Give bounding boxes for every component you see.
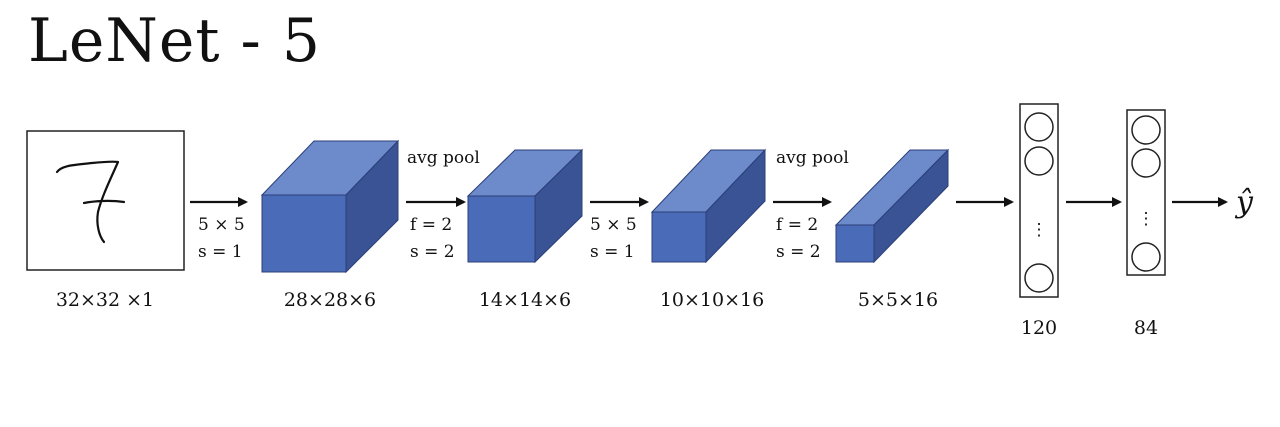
page-title: LeNet - 5 <box>28 6 322 76</box>
volume-dim-label: 10×10×16 <box>660 289 764 311</box>
neuron-node <box>1131 115 1161 145</box>
operation-pool-1: avg pool f = 2 s = 2 <box>407 148 480 262</box>
volume-front-face <box>835 224 875 263</box>
volume-front-face <box>467 195 536 263</box>
op-stride-label: s = 1 <box>198 242 243 262</box>
op-type-label: avg pool <box>407 148 480 168</box>
op-stride-label: s = 2 <box>410 242 455 262</box>
volume-front-face <box>261 194 347 273</box>
neuron-node <box>1024 263 1054 293</box>
fc-layer-84: ⋮ 84 <box>1126 109 1166 339</box>
volume-front-face <box>651 211 707 263</box>
volume-10x10x16: 10×10×16 <box>650 148 767 311</box>
op-filter-label: 5 × 5 <box>590 215 637 235</box>
digit-seven-icon <box>55 160 126 244</box>
op-stride-label: s = 1 <box>590 242 635 262</box>
op-stride-label: s = 2 <box>776 242 821 262</box>
neuron-node <box>1024 146 1054 176</box>
operation-conv-1: 5 × 5 s = 1 <box>198 215 245 262</box>
volume-14x14x6: 14×14×6 <box>466 148 584 311</box>
neuron-node <box>1024 112 1054 142</box>
ellipsis-icon: ⋮ <box>1138 209 1155 229</box>
fc-layer-label: 120 <box>1021 317 1057 339</box>
volume-28x28x6: 28×28×6 <box>260 139 400 311</box>
op-filter-label: 5 × 5 <box>198 215 245 235</box>
operation-pool-2: avg pool f = 2 s = 2 <box>776 148 849 262</box>
input-dim-label: 32×32 ×1 <box>56 289 154 311</box>
volume-dim-label: 28×28×6 <box>284 289 376 311</box>
operation-conv-2: 5 × 5 s = 1 <box>590 215 637 262</box>
volume-dim-label: 5×5×16 <box>858 289 938 311</box>
neuron-node <box>1131 242 1161 272</box>
volume-5x5x16: 5×5×16 <box>834 148 950 311</box>
ellipsis-icon: ⋮ <box>1031 220 1048 240</box>
fc-layer-120: ⋮ 120 <box>1019 103 1059 339</box>
input-image: 32×32 ×1 <box>26 130 185 311</box>
op-type-label: avg pool <box>776 148 849 168</box>
op-filter-label: f = 2 <box>776 215 818 235</box>
neuron-node <box>1131 148 1161 178</box>
fc-layer-label: 84 <box>1134 317 1158 339</box>
op-filter-label: f = 2 <box>410 215 452 235</box>
volume-dim-label: 14×14×6 <box>479 289 571 311</box>
output-label: ŷ <box>1234 185 1254 220</box>
